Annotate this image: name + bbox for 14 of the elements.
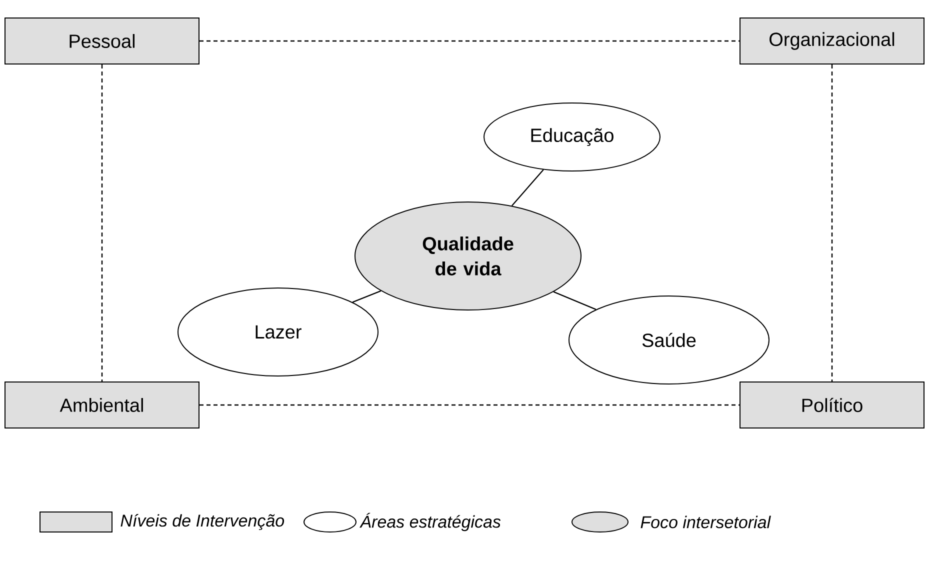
level-box: Pessoal [4,18,200,64]
level-box: Ambiental [4,382,200,428]
connector-line [553,291,596,310]
connector-line [511,169,544,206]
dashed-connector [200,404,740,406]
connector-line [352,290,382,303]
level-box: Organizacional [740,18,924,64]
dashed-connector [200,40,740,42]
dashed-connector [831,64,833,382]
legend-label: Níveis de Intervenção [120,514,284,530]
dashed-connector [101,64,103,382]
level-box: Político [740,382,924,428]
legend-label: Foco intersetorial [640,516,771,528]
legend-label: Áreas estratégicas [360,512,501,532]
